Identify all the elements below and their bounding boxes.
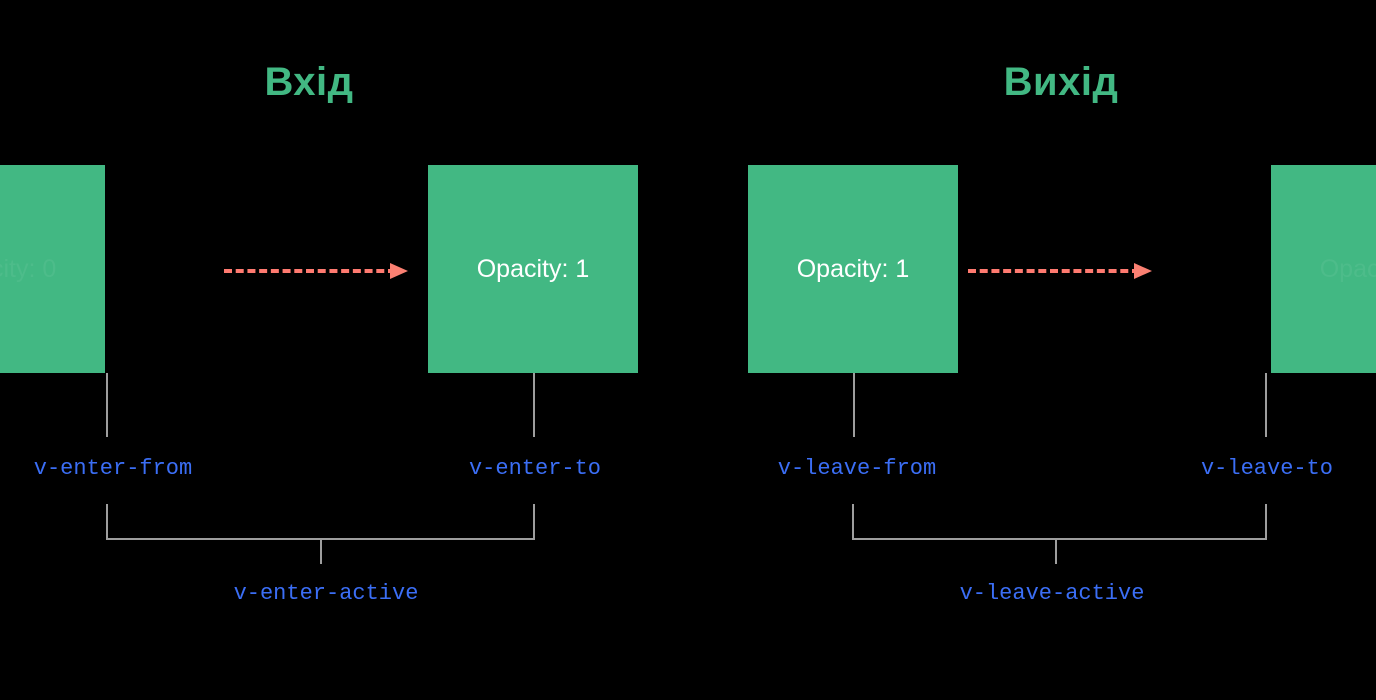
connector-stem-enter-from <box>106 373 108 437</box>
arrow-head-icon <box>390 263 408 279</box>
box-label-opacity: Opacity: 0 <box>0 254 57 283</box>
class-label-v-leave-active: v-leave-active <box>959 581 1145 606</box>
class-label-v-enter-active: v-enter-active <box>233 581 419 606</box>
connector-stem-enter-to <box>533 373 535 437</box>
class-label-v-leave-to: v-leave-to <box>1200 456 1334 481</box>
arrow-shaft <box>224 269 396 273</box>
connector-stem-leave-from <box>853 373 855 437</box>
arrow-head-icon <box>1134 263 1152 279</box>
class-label-v-enter-to: v-enter-to <box>468 456 602 481</box>
bracket-stem-leave-active <box>1055 538 1057 564</box>
section-title-leave: Вихід <box>1003 60 1119 104</box>
section-title-enter: Вхід <box>264 60 354 104</box>
box-label-opacity: Opacity: 0 <box>1319 254 1376 283</box>
box-v-leave-to: Opacity: 0 <box>1271 165 1376 373</box>
arrow-shaft <box>968 269 1140 273</box>
transition-arrow-enter <box>224 263 414 279</box>
bracket-stem-enter-active <box>320 538 322 564</box>
box-label-opacity: Opacity: 1 <box>796 254 910 283</box>
box-v-leave-from: Opacity: 1 <box>748 165 958 373</box>
box-v-enter-to: Opacity: 1 <box>428 165 638 373</box>
transition-arrow-leave <box>968 263 1158 279</box>
connector-stem-leave-to <box>1265 373 1267 437</box>
bracket-enter-active <box>106 504 535 540</box>
bracket-leave-active <box>852 504 1267 540</box>
class-label-v-enter-from: v-enter-from <box>33 456 193 481</box>
box-v-enter-from: Opacity: 0 <box>0 165 105 373</box>
class-label-v-leave-from: v-leave-from <box>777 456 937 481</box>
box-label-opacity: Opacity: 1 <box>476 254 590 283</box>
